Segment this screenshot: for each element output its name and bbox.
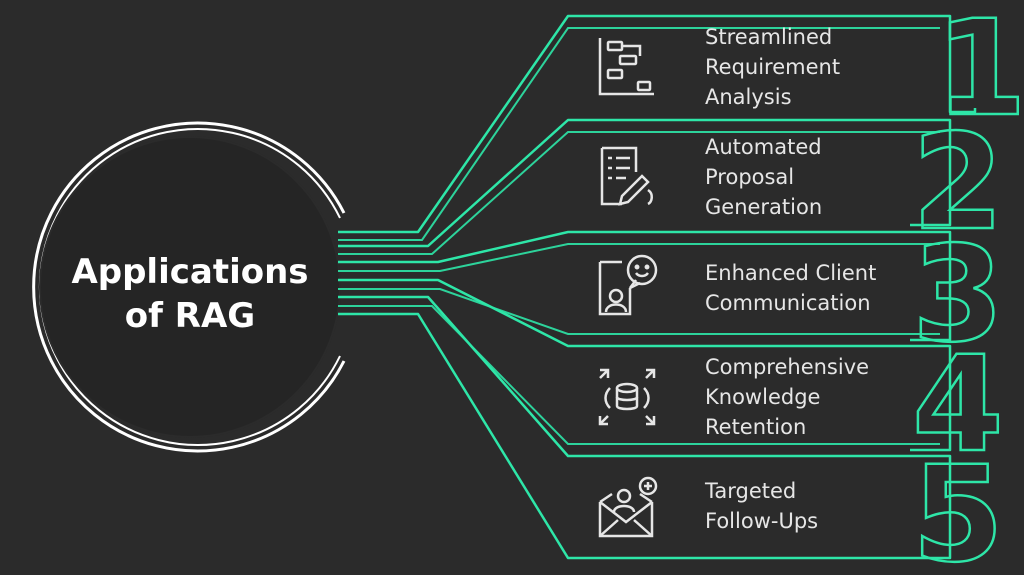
connector-4 (338, 278, 952, 452)
connector-6 (338, 312, 910, 560)
connector-inner-3 (338, 243, 940, 272)
main-title: Applications of RAG (71, 252, 309, 336)
item-label-3: Enhanced Client Communication (705, 261, 877, 315)
item-label-5: Targeted Follow-Ups (705, 479, 819, 533)
item-label-1: Streamlined Requirement Analysis (705, 25, 841, 109)
number-5: 5 (912, 438, 1004, 575)
gantt-chart-icon (592, 32, 662, 102)
mail-user-icon (592, 472, 662, 542)
item-label-4: Comprehensive Knowledge Retention (705, 355, 870, 439)
number-2: 2 (912, 106, 1004, 260)
client-chat-icon (592, 252, 662, 322)
item-label-2: Automated Proposal Generation (705, 135, 823, 219)
connector-3 (338, 230, 952, 342)
connector-inner-4 (338, 288, 940, 335)
connector-inner-5 (338, 305, 940, 445)
connector-2 (338, 118, 952, 248)
connector-inner-2 (338, 131, 940, 255)
number-1: 1 (935, 0, 1024, 146)
database-expand-icon (592, 362, 662, 432)
connector-inner-1 (338, 27, 940, 241)
connector-5 (338, 295, 952, 560)
document-pen-icon (592, 142, 662, 212)
number-4: 4 (912, 328, 1004, 482)
outer-ring (32, 121, 346, 453)
number-3: 3 (912, 218, 1004, 372)
connector-1 (338, 14, 977, 234)
center-circle (39, 136, 341, 438)
